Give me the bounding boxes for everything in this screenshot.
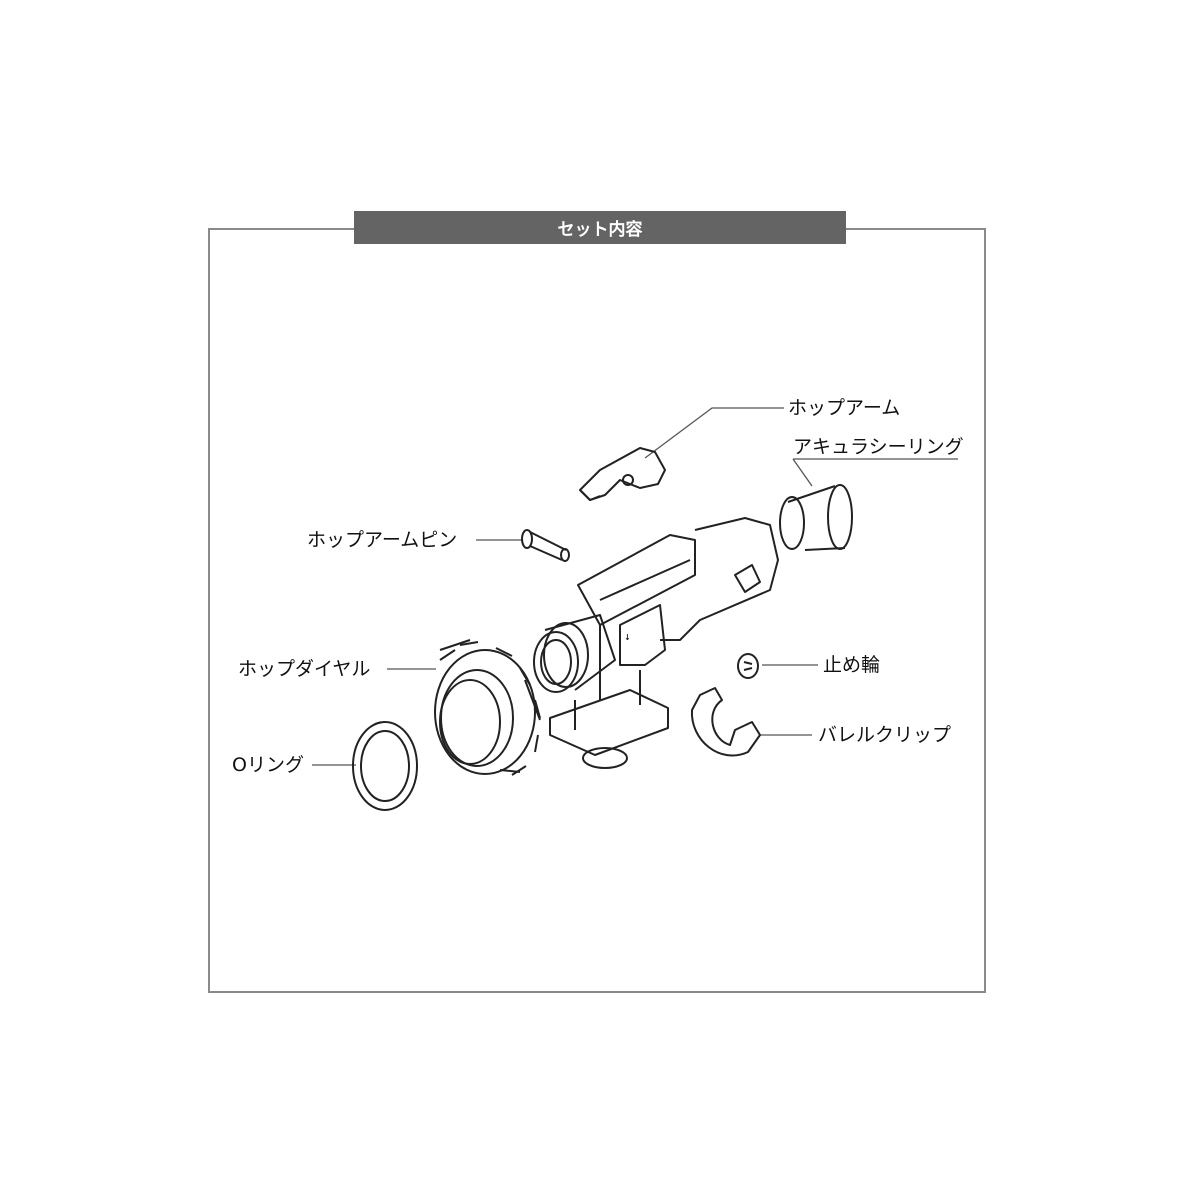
leader-lines [312, 407, 958, 766]
hop-dial-drawing [434, 639, 541, 776]
hop-chamber-drawing: ↓ [533, 517, 779, 769]
svg-text:↓: ↓ [624, 633, 631, 642]
retaining-ring-drawing [737, 653, 759, 679]
label-retaining-ring: 止め輪 [823, 654, 881, 676]
label-accuracy-ring: アキュラシーリング [793, 436, 964, 458]
label-hop-arm-pin: ホップアームピン [307, 529, 458, 551]
label-o-ring: Oリング [232, 754, 304, 776]
hop-arm-pin-drawing [521, 529, 570, 562]
accuracy-ring-drawing [779, 484, 853, 551]
barrel-clip-drawing [690, 687, 761, 757]
label-hop-dial: ホップダイヤル [238, 658, 371, 680]
section-header: セット内容 [354, 211, 846, 244]
label-hop-arm: ホップアーム [788, 397, 901, 419]
hop-arm-drawing [579, 447, 666, 501]
label-barrel-clip: バレルクリップ [818, 724, 952, 746]
o-ring-drawing [352, 721, 418, 811]
